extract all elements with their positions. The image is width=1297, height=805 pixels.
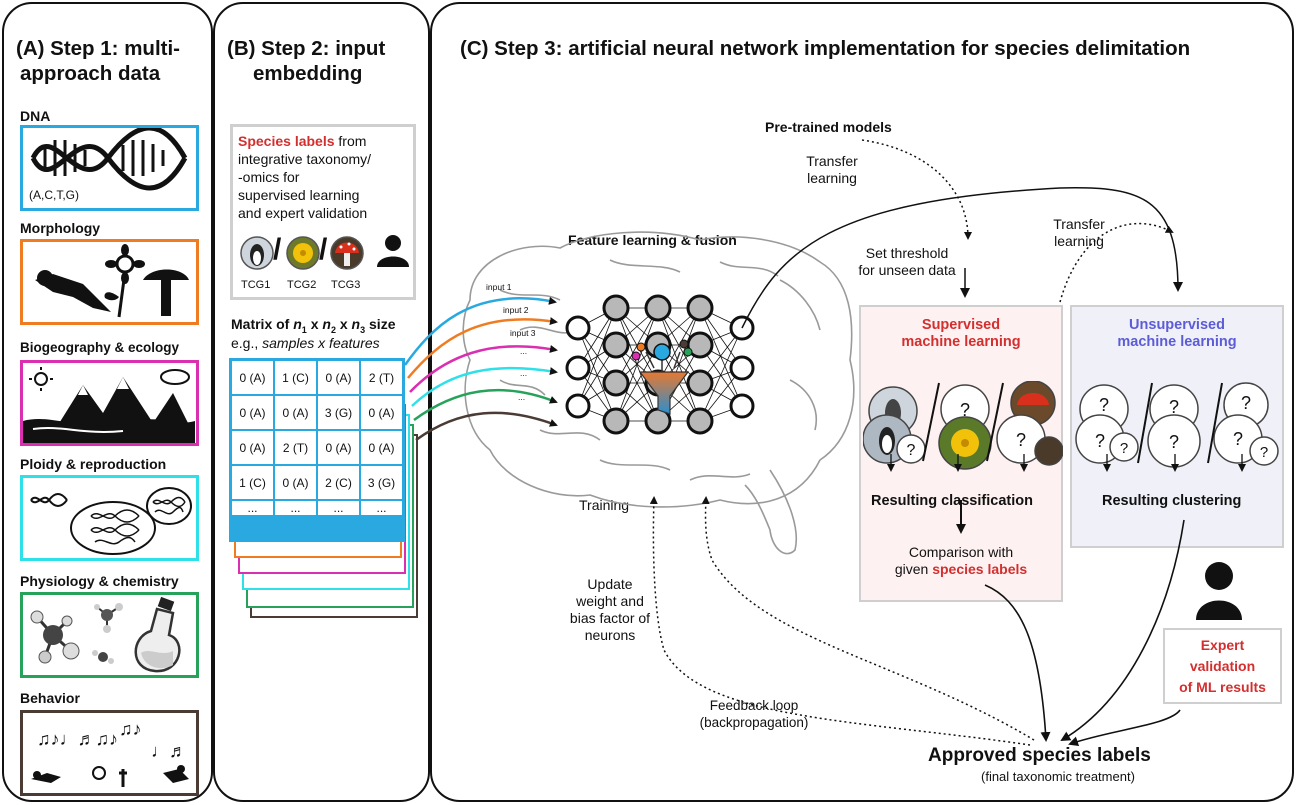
matrix-cell: ... xyxy=(361,501,402,515)
species-labels-box: Species labels from integrative taxonomy… xyxy=(230,124,416,300)
approved-species-labels: Approved species labels xyxy=(928,745,1151,766)
unsupervised-q7: ? xyxy=(1233,429,1243,449)
matrix-cell: 0 (A) xyxy=(232,396,273,429)
ploidy-cells-icon xyxy=(30,487,192,555)
music-notes-icon: ♫♪♩♬♫♪ ♫♪ ♩♬ xyxy=(31,719,189,787)
matrix-cell: 0 (A) xyxy=(232,361,273,394)
category-box-ploidy xyxy=(20,475,199,561)
unsupervised-q6: ? xyxy=(1241,393,1251,413)
tcg-slash-2: / xyxy=(319,233,328,266)
feedback-loop-label: Feedback loop(backpropagation) xyxy=(699,698,809,730)
matrix-cell: ... xyxy=(318,501,359,515)
category-label-behavior: Behavior xyxy=(20,690,80,706)
matrix-cell: 2 (T) xyxy=(275,431,316,464)
category-label-morphology: Morphology xyxy=(20,220,101,236)
category-box-biogeography xyxy=(20,360,199,446)
unsupervised-clusters-icon: ? ? ? ? ? ? ? ? xyxy=(1075,382,1279,468)
tcg-icons xyxy=(240,235,409,270)
matrix-cell: 0 (A) xyxy=(361,431,402,464)
svg-text:♩♬: ♩♬ xyxy=(151,741,187,761)
category-label-biogeography: Biogeography & ecology xyxy=(20,340,180,355)
supervised-q3: ? xyxy=(1016,430,1026,450)
panel-b: (B) Step 2: input embedding Species labe… xyxy=(213,2,430,802)
matrix-cell: 1 (C) xyxy=(275,361,316,394)
matrix-cell: 0 (A) xyxy=(318,431,359,464)
matrix-cell: 3 (G) xyxy=(318,396,359,429)
panel-a-title: (A) Step 1: multi- approach data xyxy=(16,37,180,85)
morphology-silhouettes-icon xyxy=(35,244,189,318)
tcg-label-3: TCG3 xyxy=(331,279,361,291)
unsupervised-q8: ? xyxy=(1260,444,1268,461)
matrix-cell: 0 (A) xyxy=(361,396,402,429)
species-labels-text: Species labels from integrative taxonomy… xyxy=(238,133,372,221)
category-label-physiology: Physiology & chemistry xyxy=(20,573,179,589)
update-weight-label: Update weight and bias factor of neurons xyxy=(569,576,651,643)
matrix-cell: 0 (A) xyxy=(275,396,316,429)
dna-helix-icon xyxy=(30,125,188,191)
expert-person-icon xyxy=(1196,562,1242,620)
pretrained-models-label: Pre-trained models xyxy=(765,119,892,135)
comparison-label: Comparison with given species labels xyxy=(894,544,1028,577)
matrix-title: Matrix of n1 x n2 x n3 size xyxy=(231,316,396,335)
tcg-slash-1: / xyxy=(273,233,282,266)
category-box-dna: (A,C,T,G) xyxy=(20,125,199,211)
matrix-cell: 2 (T) xyxy=(361,361,402,394)
dna-bases-note: (A,C,T,G) xyxy=(29,188,79,202)
supervised-q2: ? xyxy=(960,400,970,420)
panel-b-title: (B) Step 2: input embedding xyxy=(227,37,386,85)
matrix-cell: ... xyxy=(232,501,273,515)
matrix-cell: 2 (C) xyxy=(318,466,359,499)
feature-learning-label: Feature learning & fusion xyxy=(568,232,737,248)
matrix-cell: 0 (A) xyxy=(275,466,316,499)
unsupervised-q2: ? xyxy=(1095,431,1105,451)
category-box-morphology xyxy=(20,239,199,325)
molecules-flask-icon xyxy=(30,596,181,673)
final-treatment-label: (final taxonomic treatment) xyxy=(981,769,1135,784)
resulting-clustering: Resulting clustering xyxy=(1102,493,1242,509)
matrix-cell: 0 (A) xyxy=(232,431,273,464)
unsupervised-q1: ? xyxy=(1099,395,1109,415)
expert-validation-label: Expert validation of ML results xyxy=(1179,637,1266,695)
matrix-cell: 1 (C) xyxy=(232,466,273,499)
matrix-cell: 3 (G) xyxy=(361,466,402,499)
input-matrix: 0 (A)1 (C)0 (A)2 (T)0 (A)0 (A)3 (G)0 (A)… xyxy=(229,358,405,542)
matrix-subtitle: e.g., samples x features xyxy=(231,335,380,351)
expert-box: Expert validation of ML results xyxy=(1163,628,1282,704)
category-box-physiology xyxy=(20,592,199,678)
unsupervised-q4: ? xyxy=(1169,397,1179,417)
panel-c-title: (C) Step 3: artificial neural network im… xyxy=(460,37,1191,60)
training-label: Training xyxy=(579,497,630,513)
supervised-classes-icon: ? ? ? xyxy=(863,381,1063,470)
tcg-label-2: TCG2 xyxy=(287,279,317,291)
category-box-behavior: ♫♪♩♬♫♪ ♫♪ ♩♬ xyxy=(20,710,199,796)
matrix-cell: ... xyxy=(275,501,316,515)
svg-text:♫♪♩♬♫♪: ♫♪♩♬♫♪ xyxy=(37,729,118,749)
resulting-classification: Resulting classification xyxy=(871,493,1033,509)
landscape-icon xyxy=(23,367,195,443)
category-label-dna: DNA xyxy=(20,108,51,124)
svg-text:♫♪: ♫♪ xyxy=(119,719,142,739)
unsupervised-q5: ? xyxy=(1169,432,1179,452)
panel-a: (A) Step 1: multi- approach data DNA (A,… xyxy=(2,2,213,802)
tcg-label-1: TCG1 xyxy=(241,279,271,291)
species-labels-highlight: Species labels xyxy=(238,133,335,149)
unsupervised-q3: ? xyxy=(1120,440,1128,457)
supervised-q1: ? xyxy=(907,442,916,459)
matrix-cell: 0 (A) xyxy=(318,361,359,394)
category-label-ploidy: Ploidy & reproduction xyxy=(20,456,167,472)
